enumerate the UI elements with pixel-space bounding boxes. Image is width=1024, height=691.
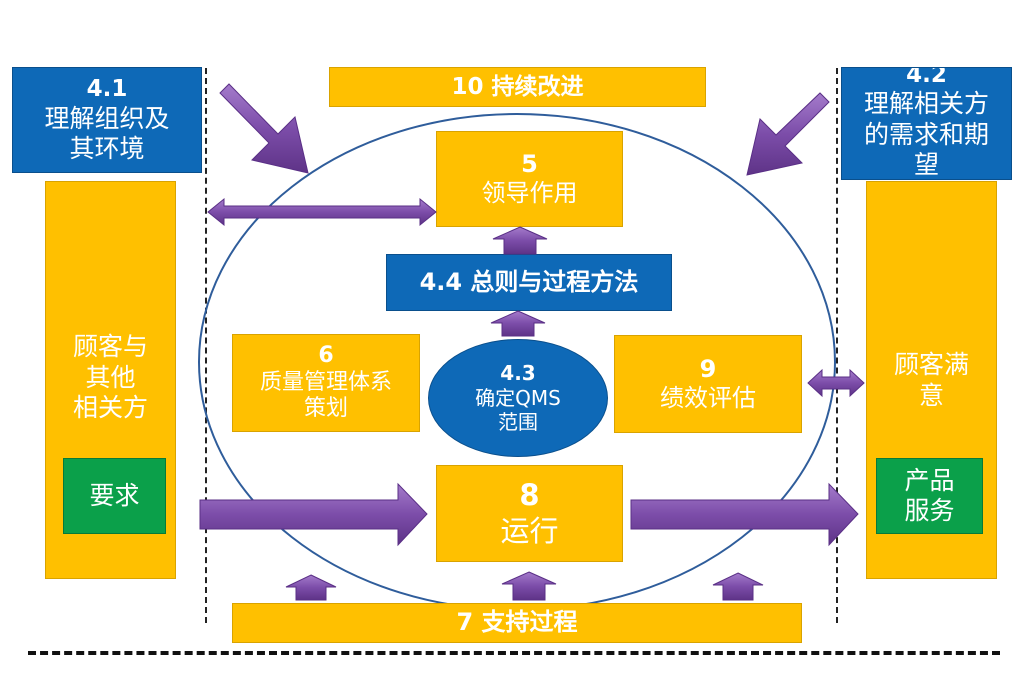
customers-line2: 其他 xyxy=(85,362,136,392)
bottom-dashed-line xyxy=(28,651,1000,655)
leadership-number: 5 xyxy=(521,149,538,178)
context-left-diagonal-arrow xyxy=(219,83,309,174)
requirements-to-operation-arrow xyxy=(199,482,428,547)
evaluation-label: 绩效评估 xyxy=(660,384,756,412)
up-arrow-to-leadership xyxy=(492,226,548,255)
operation-box: 8 运行 xyxy=(436,465,623,562)
scope-line2: 范围 xyxy=(498,410,538,435)
up-arrow-support-left xyxy=(285,574,337,601)
products-line1: 产品 xyxy=(904,465,955,495)
context-right-number: 4.2 xyxy=(906,67,947,88)
up-arrow-support-center xyxy=(501,571,557,601)
scope-line1: 确定QMS xyxy=(475,385,561,410)
up-arrow-support-right xyxy=(712,572,764,601)
left-dashed-divider xyxy=(205,68,207,623)
leadership-label: 领导作用 xyxy=(481,179,578,207)
evaluation-number: 9 xyxy=(699,354,717,383)
planning-box: 6 质量管理体系 策划 xyxy=(232,334,420,432)
improvement-label: 10 持续改进 xyxy=(451,73,584,100)
support-box: 7 支持过程 xyxy=(232,603,802,643)
context-right-line2: 的需求和期 xyxy=(863,119,989,149)
scope-number: 4.3 xyxy=(500,361,536,386)
evaluation-double-arrow xyxy=(807,368,865,398)
context-of-organization-box: 4.1 理解组织及 其环境 xyxy=(12,67,202,173)
qms-scope-ellipse: 4.3 确定QMS 范围 xyxy=(428,339,608,457)
satisfaction-line1: 顾客满 xyxy=(893,350,969,379)
operation-label: 运行 xyxy=(500,513,559,548)
general-process-label: 4.4 总则与过程方法 xyxy=(419,267,639,296)
context-right-diagonal-arrow xyxy=(746,92,830,176)
right-dashed-divider xyxy=(836,68,838,623)
requirements-label: 要求 xyxy=(89,480,140,510)
operation-number: 8 xyxy=(519,478,540,513)
continual-improvement-box: 10 持续改进 xyxy=(329,67,706,107)
support-label: 7 支持过程 xyxy=(456,608,578,637)
customers-line3: 相关方 xyxy=(72,393,148,422)
requirements-box: 要求 xyxy=(63,458,166,534)
context-left-number: 4.1 xyxy=(86,76,128,103)
context-right-line1: 理解相关方 xyxy=(863,89,989,119)
operation-to-products-arrow xyxy=(630,482,859,547)
performance-evaluation-box: 9 绩效评估 xyxy=(614,335,802,433)
context-right-line3: 望 xyxy=(913,150,939,180)
planning-number: 6 xyxy=(318,342,334,368)
products-services-box: 产品 服务 xyxy=(876,458,983,534)
planning-line2: 策划 xyxy=(303,396,348,422)
planning-line1: 质量管理体系 xyxy=(259,369,392,395)
customers-line1: 顾客与 xyxy=(72,332,148,361)
satisfaction-line2: 意 xyxy=(918,380,944,410)
leadership-box: 5 领导作用 xyxy=(436,131,623,227)
up-arrow-to-general-process xyxy=(490,310,546,337)
leadership-double-arrow xyxy=(207,197,437,227)
general-process-approach-box: 4.4 总则与过程方法 xyxy=(386,254,672,311)
interested-parties-box: 4.2 理解相关方 的需求和期 望 xyxy=(841,67,1012,180)
context-left-line1: 理解组织及 xyxy=(44,103,170,133)
products-line2: 服务 xyxy=(904,496,955,525)
context-left-line2: 其环境 xyxy=(69,134,145,164)
